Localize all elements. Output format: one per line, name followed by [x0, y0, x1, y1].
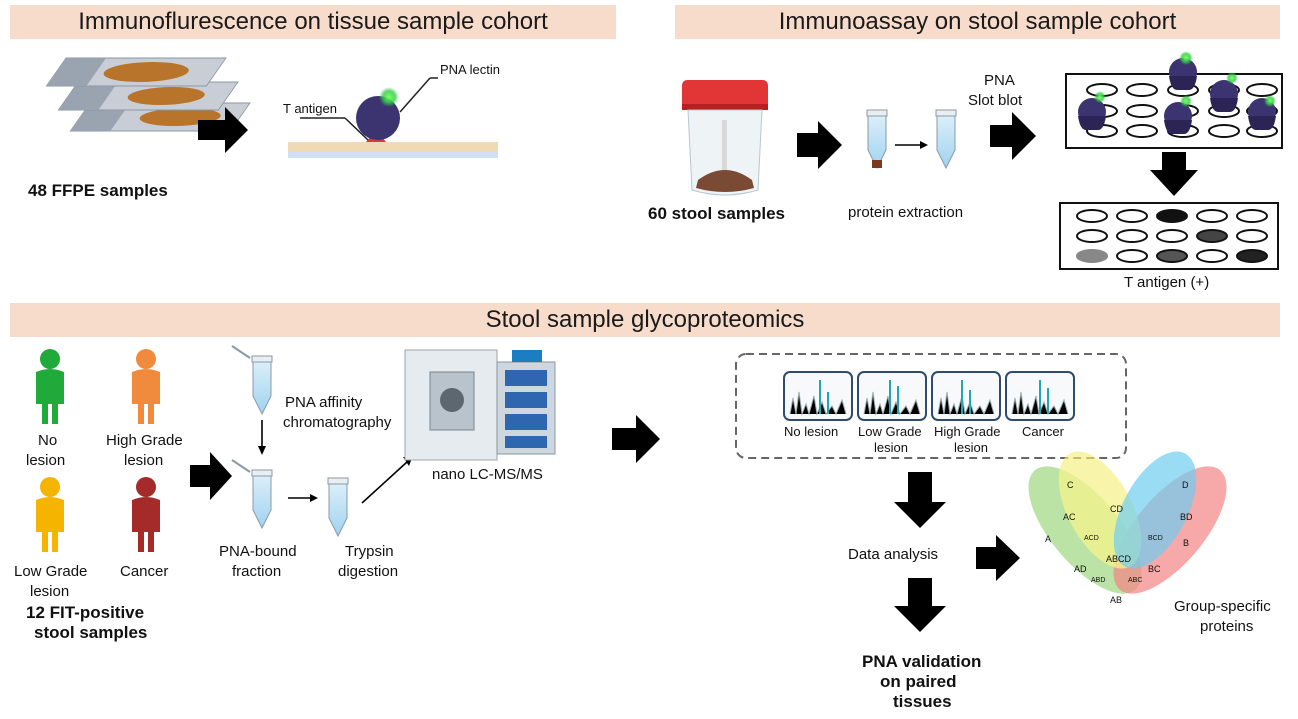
venn-label-b: B: [1183, 538, 1190, 548]
venn-label-c: C: [1067, 480, 1074, 490]
pna-affinity-label-1: PNA affinity: [285, 394, 363, 411]
spectrum-cancer-label: Cancer: [1022, 424, 1064, 439]
group-cancer-label: Cancer: [120, 563, 169, 580]
group-specific-label-2: proteins: [1200, 618, 1254, 635]
arrow-to-venn: [976, 535, 1020, 581]
trypsin-label-2: digestion: [338, 563, 399, 580]
arrow-to-ms: [361, 461, 408, 504]
pna-lectin-label: PNA lectin: [440, 62, 500, 77]
group-high-grade-label-1: High Grade: [106, 432, 183, 449]
validation-label-1: PNA validation: [862, 652, 982, 671]
banner-tissue: Immunoflurescence on tissue sample cohor…: [10, 5, 616, 39]
ffpe-slides: [45, 57, 251, 132]
trypsin-label-1: Trypsin: [345, 543, 394, 560]
arrow-to-validation: [894, 578, 946, 632]
ffpe-samples-label: 48 FFPE samples: [28, 181, 168, 200]
arrow-slot-blot-down: [1150, 152, 1198, 196]
venn-label-abcd: ABCD: [1106, 554, 1132, 564]
data-analysis-label: Data analysis: [848, 546, 939, 563]
t-antigen-label: T antigen: [283, 101, 337, 116]
venn-label-abc: ABC: [1128, 577, 1143, 584]
slot-blot-result: [1059, 202, 1279, 270]
pna-label: PNA: [984, 72, 1015, 89]
pna-bound-label-1: PNA-bound: [219, 543, 297, 560]
venn-label-bcd: BCD: [1148, 535, 1163, 542]
validation-label-2: on paired: [880, 672, 957, 691]
spectrum-high-grade-label-2: lesion: [954, 440, 988, 455]
t-antigen-positive-label: T antigen (+): [1124, 274, 1210, 291]
group-no-lesion-label-1: No: [38, 432, 58, 449]
stool-jar: [682, 80, 768, 196]
arrow-samples-to-fraction: [190, 452, 232, 500]
group-specific-label-1: Group-specific: [1174, 598, 1271, 615]
lc-ms-instrument: [404, 349, 556, 461]
venn-label-ac: AC: [1063, 512, 1076, 522]
venn-label-acd: ACD: [1084, 535, 1099, 542]
venn-label-ad: AD: [1074, 564, 1087, 574]
validation-label-3: tissues: [893, 692, 952, 711]
venn-label-a: A: [1045, 534, 1052, 544]
lectin-binding-illustration: [288, 77, 498, 158]
spectra-box: [735, 353, 1127, 459]
slot-blot-label: Slot blot: [968, 92, 1023, 109]
arrow-to-spectra: [612, 415, 660, 463]
group-low-grade-label-2: lesion: [30, 583, 70, 600]
venn-diagram: [1028, 451, 1227, 594]
arrow-to-data-analysis: [894, 472, 946, 528]
group-low-grade-label-1: Low Grade: [14, 563, 88, 580]
spectrum-no-lesion-label: No lesion: [784, 424, 839, 439]
group-no-lesion-label-2: lesion: [26, 452, 66, 469]
pna-bound-label-2: fraction: [232, 563, 282, 580]
pna-affinity-label-2: chromatography: [283, 414, 392, 431]
person-low-grade-icon: [36, 477, 64, 552]
venn-label-bd: BD: [1180, 512, 1193, 522]
spectrum-low-grade-label-1: Low Grade: [858, 424, 922, 439]
stool-samples-label: 60 stool samples: [648, 204, 786, 223]
venn-label-ab: AB: [1110, 595, 1123, 605]
slot-blot-membrane: [1065, 51, 1283, 149]
banner-glycoproteomics: Stool sample glycoproteomics: [10, 303, 1280, 337]
group-high-grade-label-2: lesion: [124, 452, 164, 469]
banner-stool-assay: Immunoassay on stool sample cohort: [675, 5, 1280, 39]
venn-label-bc: BC: [1148, 564, 1161, 574]
protein-extraction-label: protein extraction: [848, 204, 964, 221]
spectrum-low-grade-label-2: lesion: [874, 440, 908, 455]
lc-ms-label: nano LC-MS/MS: [432, 466, 543, 483]
spectrum-high-grade-label-1: High Grade: [934, 424, 1001, 439]
fit-positive-label-2: stool samples: [34, 623, 148, 642]
person-cancer-icon: [132, 477, 160, 552]
person-no-lesion-icon: [36, 349, 64, 424]
venn-label-d: D: [1182, 480, 1189, 490]
fit-positive-label-1: 12 FIT-positive: [26, 603, 145, 622]
venn-label-cd: CD: [1110, 504, 1123, 514]
arrow-jar-to-tube: [797, 121, 842, 169]
venn-label-abd: ABD: [1091, 577, 1106, 584]
person-high-grade-icon: [132, 349, 160, 424]
arrow-to-slot-blot: [990, 112, 1036, 160]
arrow-tissue: [198, 107, 248, 153]
